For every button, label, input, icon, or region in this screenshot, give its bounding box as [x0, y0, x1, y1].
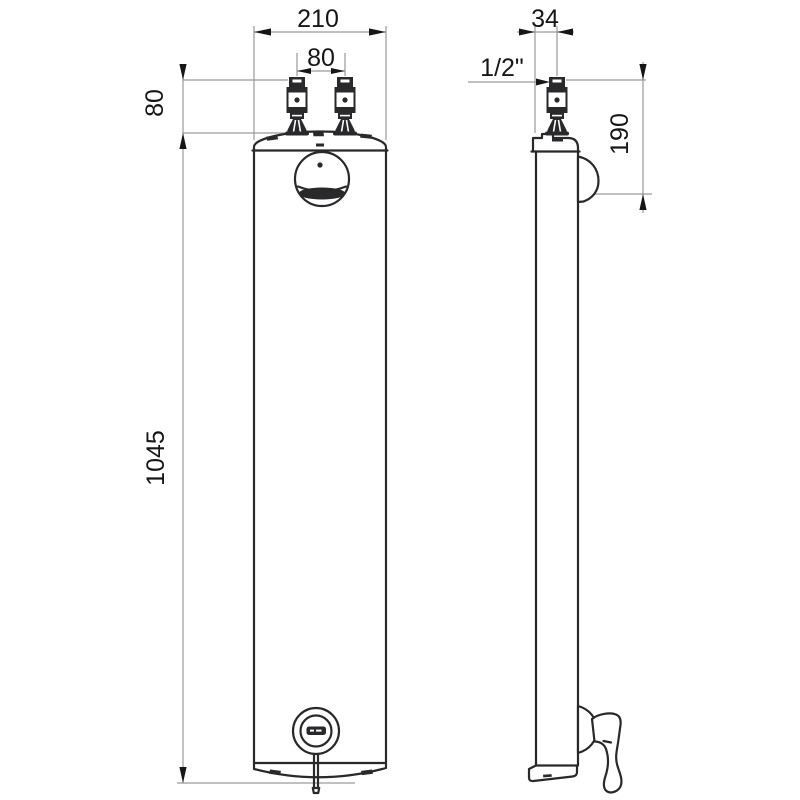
side-view: 34 1/2" 190: [468, 5, 652, 794]
non-return-valve-left: [284, 76, 310, 137]
wall-bracket-foot: [527, 764, 579, 783]
non-return-valve-side: [544, 76, 570, 137]
dimension-wall-to-inlet: 34: [517, 5, 574, 133]
dimension-inlet-height: 80 1045: [141, 64, 355, 784]
dim-label-wall-to-inlet: 34: [531, 5, 559, 33]
dimension-inlet-spacing: 80: [296, 44, 346, 76]
dim-label-inlet-height: 80: [141, 89, 169, 117]
front-bottom-cap: [252, 761, 388, 779]
pull-rod: [311, 752, 321, 795]
non-return-valve-right: [332, 76, 358, 137]
front-top-cap: [252, 130, 388, 152]
front-panel-body: [251, 130, 389, 779]
leader-inlet-connection: 1/2": [468, 54, 646, 86]
dimension-overall-width: 210: [253, 5, 387, 140]
side-panel-body: [527, 132, 581, 783]
dim-label-inlet-spacing: 80: [307, 44, 335, 72]
side-top-cap: [531, 132, 580, 153]
push-button-front: [291, 706, 341, 756]
shower-head-side: [576, 155, 600, 204]
dim-label-inlet-to-showerhead: 190: [606, 113, 634, 155]
dimension-inlet-to-showerhead: 190: [594, 62, 652, 213]
dim-label-overall-height: 1045: [142, 430, 170, 486]
shower-head-front: [293, 150, 351, 208]
dim-label-inlet-connection: 1/2": [480, 54, 524, 82]
front-view: 210 80 80 1045: [141, 5, 389, 795]
mixer-lever-handle: [590, 712, 623, 794]
dim-label-overall-width: 210: [297, 5, 339, 33]
